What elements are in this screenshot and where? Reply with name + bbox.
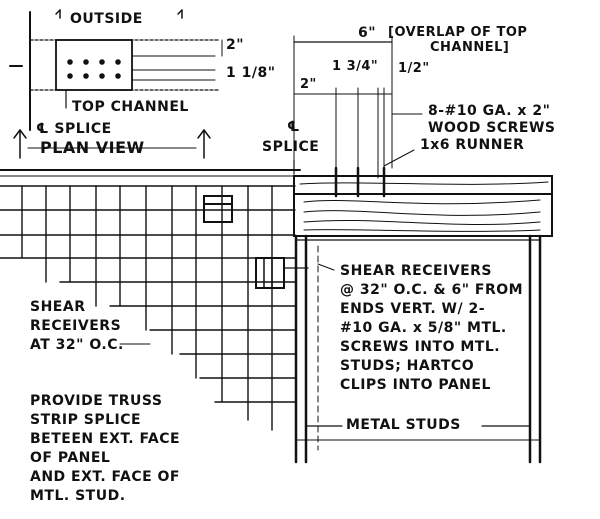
runner-label: 1x6 RUNNER	[420, 137, 525, 153]
shear-note-line: ENDS VERT. W/ 2-	[340, 301, 486, 317]
truss-splice-note: PROVIDE TRUSS STRIP SPLICE BETEEN EXT. F…	[30, 392, 180, 506]
truss-note-line: PROVIDE TRUSS	[30, 393, 163, 409]
shear-note-line: SCREWS INTO MTL.	[340, 339, 501, 355]
screws-label-2: WOOD SCREWS	[428, 120, 556, 136]
top-channel-label: TOP CHANNEL	[72, 99, 189, 115]
plan-view-title: PLAN VIEW	[40, 138, 145, 157]
truss-note-line: BETEEN EXT. FACE	[30, 431, 181, 447]
section-dim-1-2: 1/2"	[398, 61, 430, 76]
overlap-note-2: CHANNEL]	[430, 40, 510, 55]
overlap-note: [OVERLAP OF TOP	[388, 25, 528, 40]
outside-label: OUTSIDE	[70, 11, 143, 27]
shear-note-line: STUDS; HARTCO	[340, 358, 475, 374]
truss-note-line: OF PANEL	[30, 450, 111, 466]
shear-note-line: SHEAR RECEIVERS	[340, 263, 493, 279]
shear-note-line: CLIPS INTO PANEL	[340, 377, 491, 393]
section-graphic	[255, 35, 553, 464]
left-shear-line: RECEIVERS	[30, 318, 122, 334]
plan-view-graphic	[9, 9, 223, 159]
left-shear-line: AT 32" O.C.	[30, 337, 124, 353]
cl-splice-label: ℄ SPLICE	[36, 121, 112, 137]
metal-studs-label: METAL STUDS	[346, 417, 461, 433]
section-dim-2: 2"	[300, 77, 317, 92]
section-dim-6: 6"	[358, 25, 377, 41]
truss-note-line: AND EXT. FACE OF	[30, 469, 180, 485]
splice-label: SPLICE	[262, 139, 320, 155]
left-shear-line: SHEAR	[30, 299, 86, 315]
shear-note-line: @ 32" O.C. & 6" FROM	[340, 282, 524, 298]
truss-note-line: MTL. STUD.	[30, 488, 126, 504]
shear-receivers-note: SHEAR RECEIVERS @ 32" O.C. & 6" FROM END…	[340, 262, 523, 395]
section-dim-1-3-4: 1 3/4"	[332, 59, 379, 74]
shear-note-line: #10 GA. x 5/8" MTL.	[340, 320, 507, 336]
truss-note-line: STRIP SPLICE	[30, 412, 142, 428]
screws-label: 8-#10 GA. x 2"	[428, 103, 551, 119]
shear-receivers-left-note: SHEAR RECEIVERS AT 32" O.C.	[30, 298, 124, 355]
plan-dim-2: 2"	[226, 37, 245, 53]
section-cl-symbol: ℄	[287, 119, 301, 135]
panel-grid-graphic	[0, 169, 301, 431]
plan-dim-1-1-8: 1 1/8"	[226, 65, 276, 81]
